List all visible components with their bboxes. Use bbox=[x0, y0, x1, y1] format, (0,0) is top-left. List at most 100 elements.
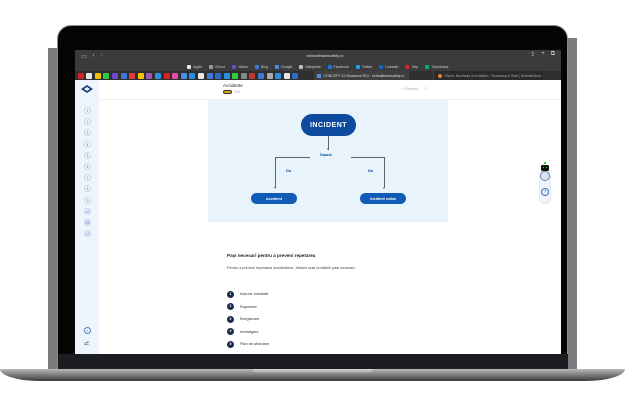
forward-icon[interactable]: › bbox=[100, 53, 103, 59]
node-accident: Accident bbox=[251, 193, 297, 204]
pinned-tab-icon[interactable] bbox=[180, 72, 187, 79]
tab-favicon-icon bbox=[317, 73, 322, 78]
pinned-tab-icon[interactable] bbox=[111, 72, 118, 79]
step-number: 3 bbox=[227, 315, 234, 323]
node-incident: INCIDENT bbox=[301, 114, 356, 136]
new-tab-icon[interactable]: + bbox=[541, 51, 545, 57]
pinned-tab-icon[interactable] bbox=[258, 72, 265, 79]
pinned-tab-icon[interactable] bbox=[283, 72, 290, 79]
pinned-tab-icon[interactable] bbox=[249, 72, 256, 79]
pinned-tab-icon[interactable] bbox=[94, 72, 101, 79]
bookmark-item[interactable]: Twitter bbox=[355, 64, 372, 69]
pinned-tab-icon[interactable] bbox=[215, 72, 222, 79]
bookmark-item[interactable]: Wikipedia bbox=[299, 64, 321, 69]
pinned-tab-icon[interactable] bbox=[266, 72, 273, 79]
pinned-tab-icon[interactable] bbox=[206, 72, 213, 79]
step-nav-item[interactable]: 5 bbox=[84, 151, 91, 159]
page-title: Accidente bbox=[223, 83, 243, 88]
step-label: Investigare bbox=[240, 329, 259, 334]
tab-other[interactable]: Flyers: Business & Invitation - Roadmap … bbox=[433, 71, 544, 80]
step-nav-item[interactable]: 10 bbox=[84, 207, 91, 215]
share-icon[interactable]: ⇪ bbox=[530, 52, 536, 58]
bookmark-favicon-icon bbox=[425, 64, 430, 69]
pinned-tab-icon[interactable] bbox=[146, 72, 153, 79]
section-title: Pași necesari pentru a preveni repetarea bbox=[227, 253, 316, 258]
bookmark-item[interactable]: iCloud bbox=[209, 64, 225, 69]
step-nav-item[interactable]: 2 bbox=[84, 118, 91, 126]
bookmark-item[interactable]: Yelp bbox=[405, 64, 418, 69]
bookmark-item[interactable]: Google bbox=[275, 64, 292, 69]
page-header: Accidente 10.0 ▭ Prezintă ○ bbox=[99, 80, 561, 100]
step-nav-item[interactable]: 9 bbox=[84, 196, 91, 204]
browser-toolbar: ▭ ‹ › hehealthandsafety.ro ⇪ + ⧉ bbox=[75, 50, 561, 62]
bookmark-favicon-icon bbox=[187, 64, 192, 69]
step-nav-item[interactable]: 8 bbox=[84, 185, 91, 193]
badge-text: 10.0 bbox=[234, 89, 241, 94]
tab-overview-icon[interactable]: ⧉ bbox=[550, 51, 555, 57]
step-nav-item[interactable]: 6 bbox=[84, 163, 91, 170]
bookmark-item[interactable]: Facebook bbox=[327, 64, 349, 69]
pinned-tab-icon[interactable] bbox=[163, 72, 170, 79]
pinned-tab-icon[interactable] bbox=[189, 72, 196, 79]
step-label: Raportare bbox=[240, 304, 257, 309]
step-label: Plan de abordare bbox=[240, 342, 270, 347]
pinned-tab-icon[interactable] bbox=[120, 72, 127, 79]
help-icon[interactable]: ? bbox=[541, 188, 549, 196]
swap-icon[interactable]: ⇄ bbox=[84, 341, 90, 347]
pinned-tab-icon[interactable] bbox=[137, 72, 144, 79]
pinned-tab-icon[interactable] bbox=[292, 72, 299, 79]
yes-label: Da bbox=[286, 169, 291, 173]
robot-icon[interactable] bbox=[541, 165, 549, 171]
info-icon[interactable]: i bbox=[84, 327, 91, 334]
bookmarks-bar: Apple iCloud Yahoo Bing Google Wikipedia Faceb… bbox=[75, 62, 561, 71]
bookmark-favicon-icon bbox=[327, 64, 332, 69]
back-icon[interactable]: ‹ bbox=[92, 53, 95, 59]
pinned-tab-icon[interactable] bbox=[103, 72, 110, 79]
bookmark-item[interactable]: Yahoo bbox=[232, 64, 248, 69]
status-badge bbox=[223, 90, 232, 94]
pinned-tab-icon[interactable] bbox=[129, 72, 136, 79]
pinned-tab-icon[interactable] bbox=[86, 72, 93, 79]
sidebar-toggle-icon[interactable]: ▭ bbox=[81, 53, 87, 60]
step-nav-item[interactable]: 11 bbox=[84, 219, 91, 226]
step-nav-item[interactable]: 7 bbox=[84, 174, 91, 182]
address-bar[interactable]: hehealthandsafety.ro bbox=[306, 53, 344, 58]
laptop-base bbox=[0, 369, 625, 381]
step-nav-item[interactable]: 4 bbox=[84, 140, 91, 148]
bookmark-favicon-icon bbox=[255, 64, 260, 69]
pinned-tab-icon[interactable] bbox=[223, 72, 230, 79]
step-number: 5 bbox=[227, 340, 234, 348]
tab-bar: CONCEPT 3.0 Business ROI - hehealthandsa… bbox=[75, 71, 561, 80]
step-nav-item[interactable]: 12 bbox=[84, 230, 91, 238]
laptop-notch bbox=[253, 369, 373, 373]
step-nav-item[interactable]: 1 bbox=[84, 107, 91, 114]
search-icon[interactable]: ○ bbox=[424, 86, 428, 92]
pinned-tab-icon[interactable] bbox=[240, 72, 247, 79]
pinned-tab-icon[interactable] bbox=[154, 72, 161, 79]
pinned-tab-icon[interactable] bbox=[197, 72, 204, 79]
bookmark-item[interactable]: Bing bbox=[255, 64, 268, 69]
prevention-section: Pași necesari pentru a preveni repetarea… bbox=[227, 253, 356, 270]
assistant-button[interactable] bbox=[540, 171, 550, 181]
node-incident-avoided: Incident evitat bbox=[360, 193, 406, 204]
list-item: 5 Plan de abordare bbox=[227, 338, 269, 351]
bookmark-item[interactable]: TripAdvisor bbox=[425, 64, 449, 69]
step-label: Acțiune imediată bbox=[240, 292, 269, 297]
present-button[interactable]: ▭ Prezintă bbox=[401, 87, 419, 91]
step-number: 1 bbox=[227, 290, 234, 298]
bookmark-item[interactable]: Apple bbox=[187, 64, 202, 69]
pinned-tab-icon[interactable] bbox=[232, 72, 239, 79]
laptop-hinge-left bbox=[48, 48, 58, 370]
logo-icon[interactable] bbox=[81, 85, 93, 93]
assistant-widget: ? bbox=[539, 162, 551, 204]
pinned-tab-icon[interactable] bbox=[275, 72, 282, 79]
bookmark-favicon-icon bbox=[232, 64, 237, 69]
pinned-tab-icon[interactable] bbox=[172, 72, 179, 79]
step-nav-item[interactable]: 3 bbox=[84, 129, 91, 137]
pinned-tab-icon[interactable] bbox=[77, 72, 84, 79]
bookmark-item[interactable]: LinkedIn bbox=[379, 64, 398, 69]
bookmark-favicon-icon bbox=[379, 64, 384, 69]
tab-active[interactable]: CONCEPT 3.0 Business ROI - hehealthandsa… bbox=[314, 71, 410, 80]
